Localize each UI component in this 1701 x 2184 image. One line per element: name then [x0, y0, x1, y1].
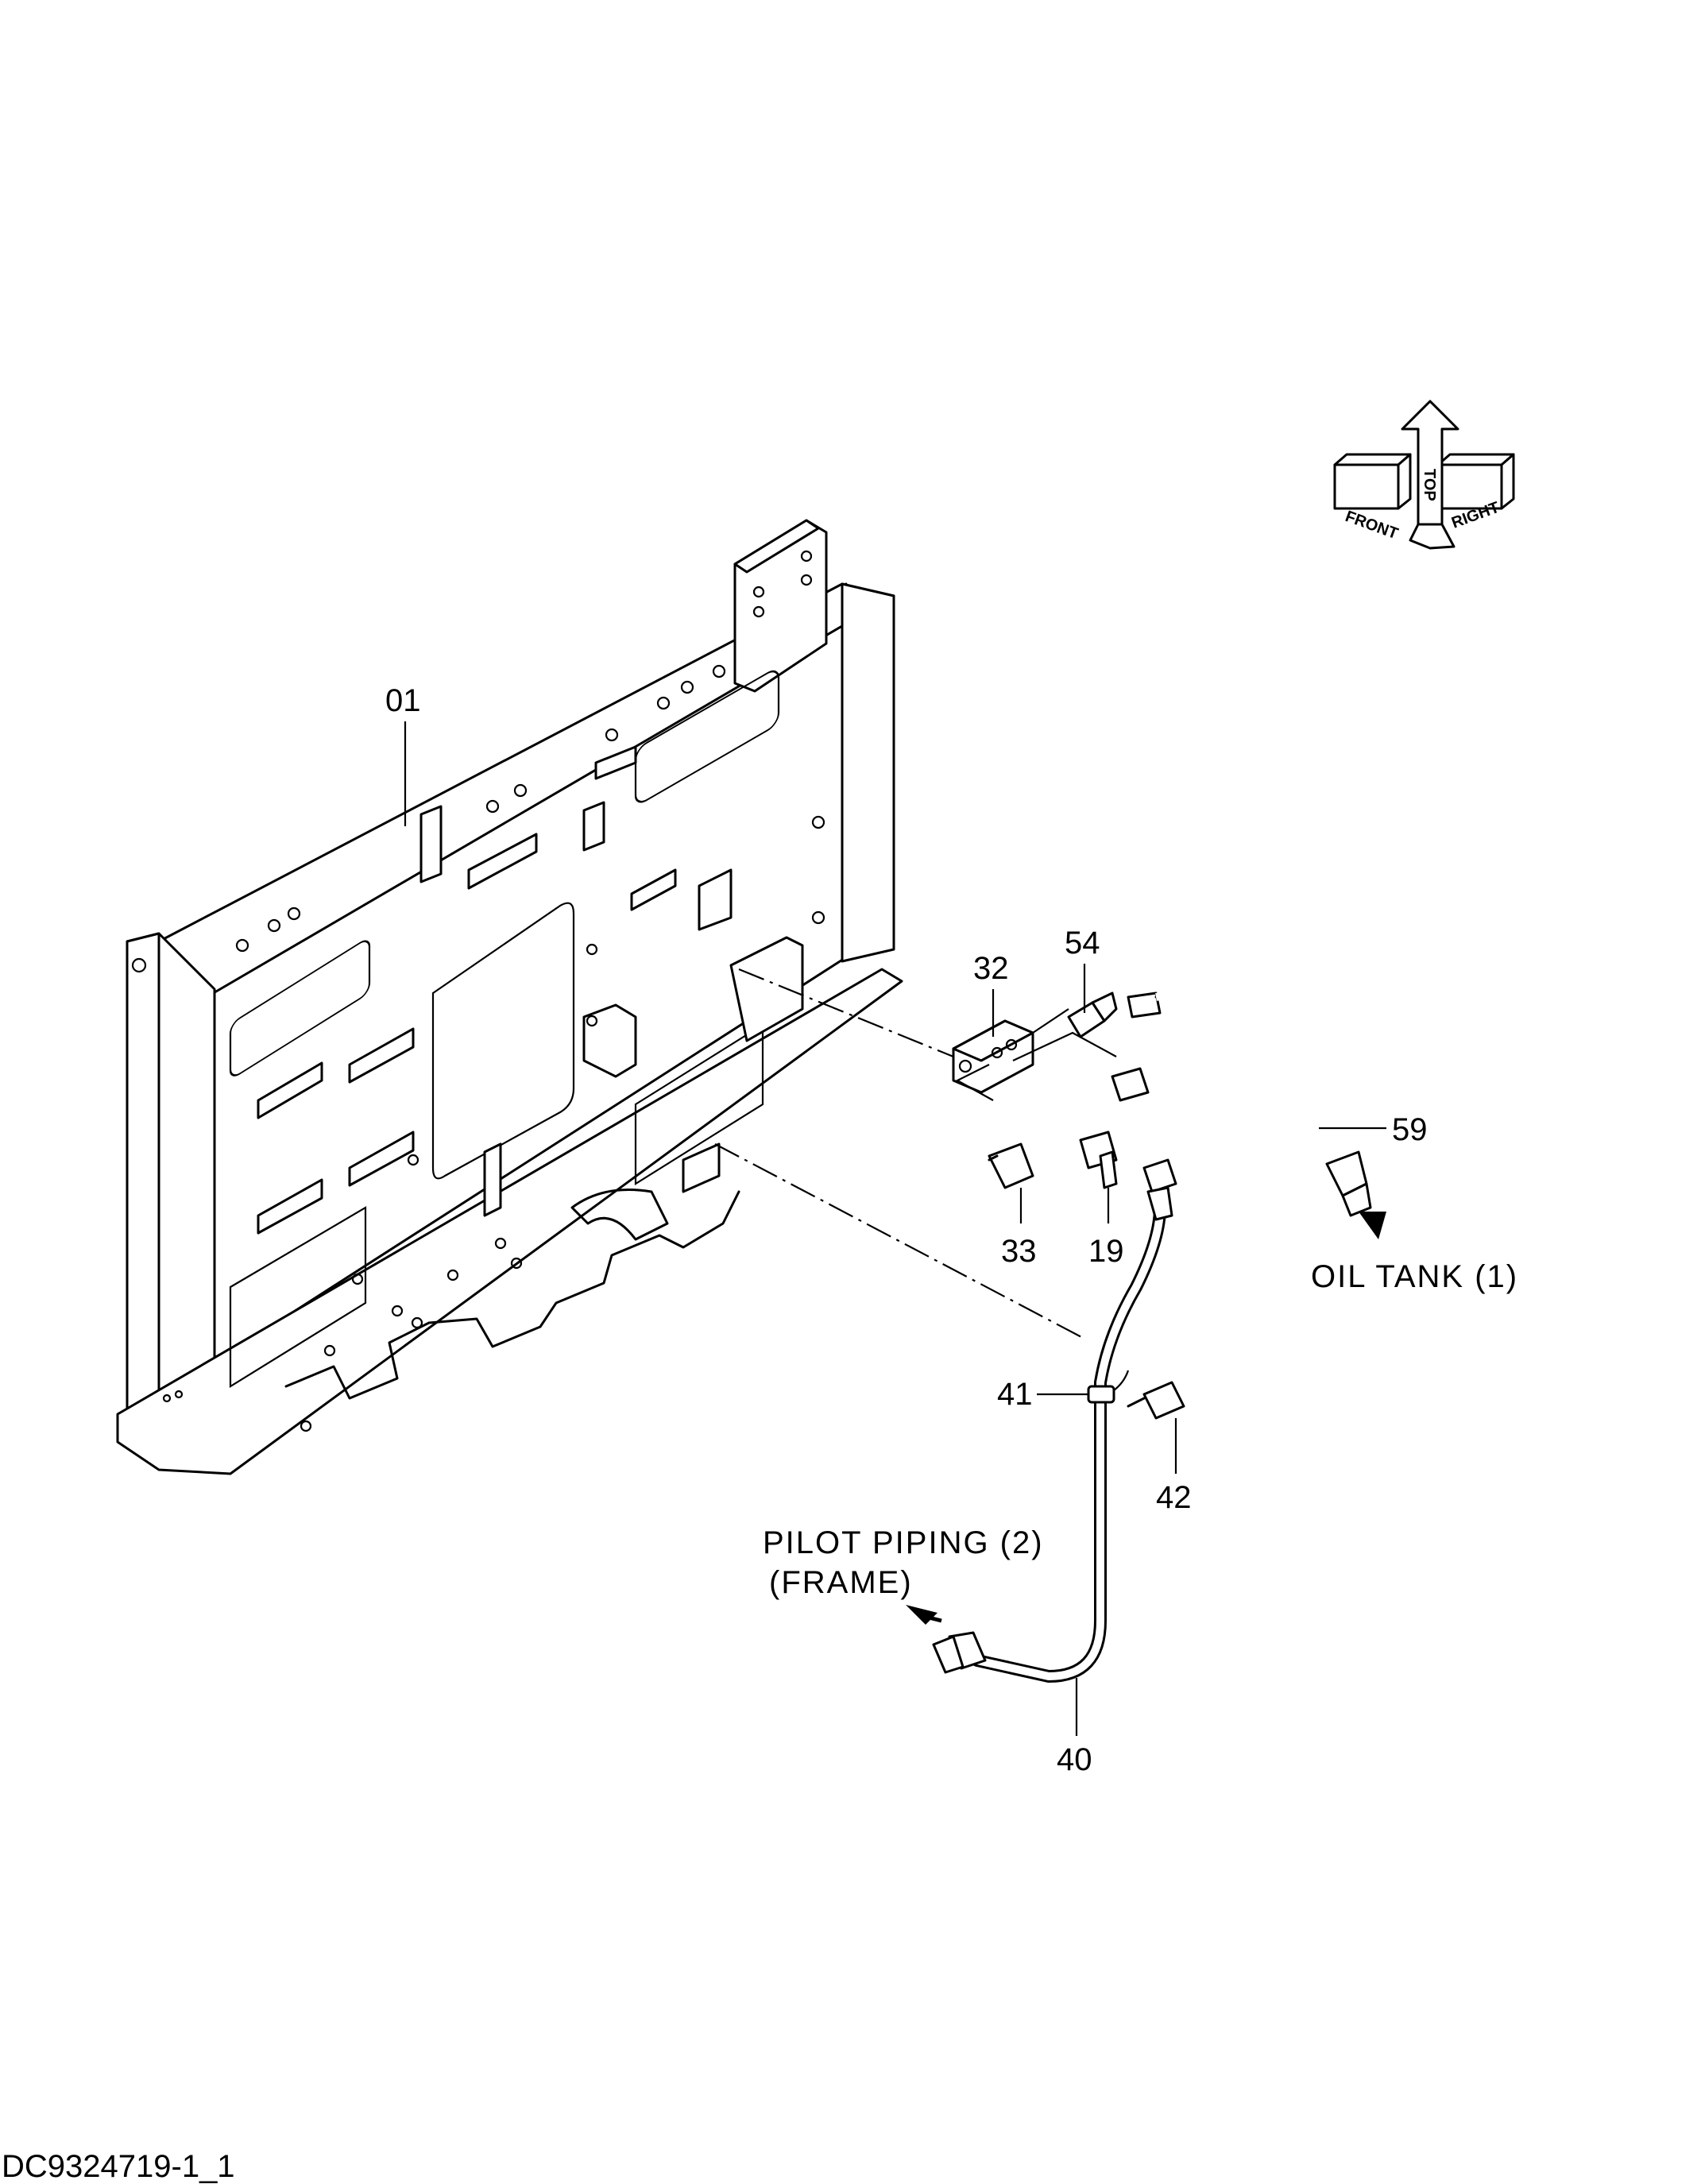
plug-right	[1111, 1067, 1150, 1102]
frame-holes	[131, 550, 825, 1432]
bolt-part-42	[1127, 1381, 1185, 1420]
callout-01: 01	[385, 683, 421, 718]
note-frame: (FRAME)	[769, 1565, 913, 1600]
callout-59: 59	[1392, 1112, 1428, 1147]
orientation-front-label: FRONT	[1343, 508, 1400, 543]
callout-33: 33	[1001, 1234, 1037, 1269]
frame-plates	[257, 745, 804, 1235]
callout-41: 41	[997, 1377, 1033, 1412]
drawing-code: DC9324719-1_1	[2, 2149, 235, 2184]
fitting-part-19	[1079, 1131, 1118, 1189]
fitting-part-54	[1067, 991, 1162, 1038]
callout-54: 54	[1065, 926, 1100, 961]
note-oil-tank: OIL TANK (1)	[1311, 1259, 1518, 1294]
note-pilot-piping: PILOT PIPING (2)	[763, 1525, 1044, 1560]
block-part-32	[952, 1019, 1034, 1094]
orientation-top-label: TOP	[1421, 469, 1438, 501]
orientation-icon: FRONT TOP RIGHT	[1333, 400, 1515, 550]
callout-19: 19	[1088, 1234, 1124, 1269]
callout-40: 40	[1057, 1742, 1092, 1777]
callout-32: 32	[973, 951, 1009, 986]
hose-part-59	[1154, 984, 1386, 1239]
callouts: 01 32 54 59 33 19 41 42 40	[385, 683, 1428, 1777]
piping-components	[714, 968, 1386, 1683]
hose-part-40	[906, 1158, 1177, 1683]
callout-42: 42	[1156, 1480, 1192, 1515]
notes: OIL TANK (1) PILOT PIPING (2) (FRAME)	[763, 1259, 1518, 1600]
frame-assembly	[116, 519, 903, 1475]
plug-part-33	[988, 1142, 1034, 1189]
clamp-part-41	[1087, 1370, 1130, 1404]
